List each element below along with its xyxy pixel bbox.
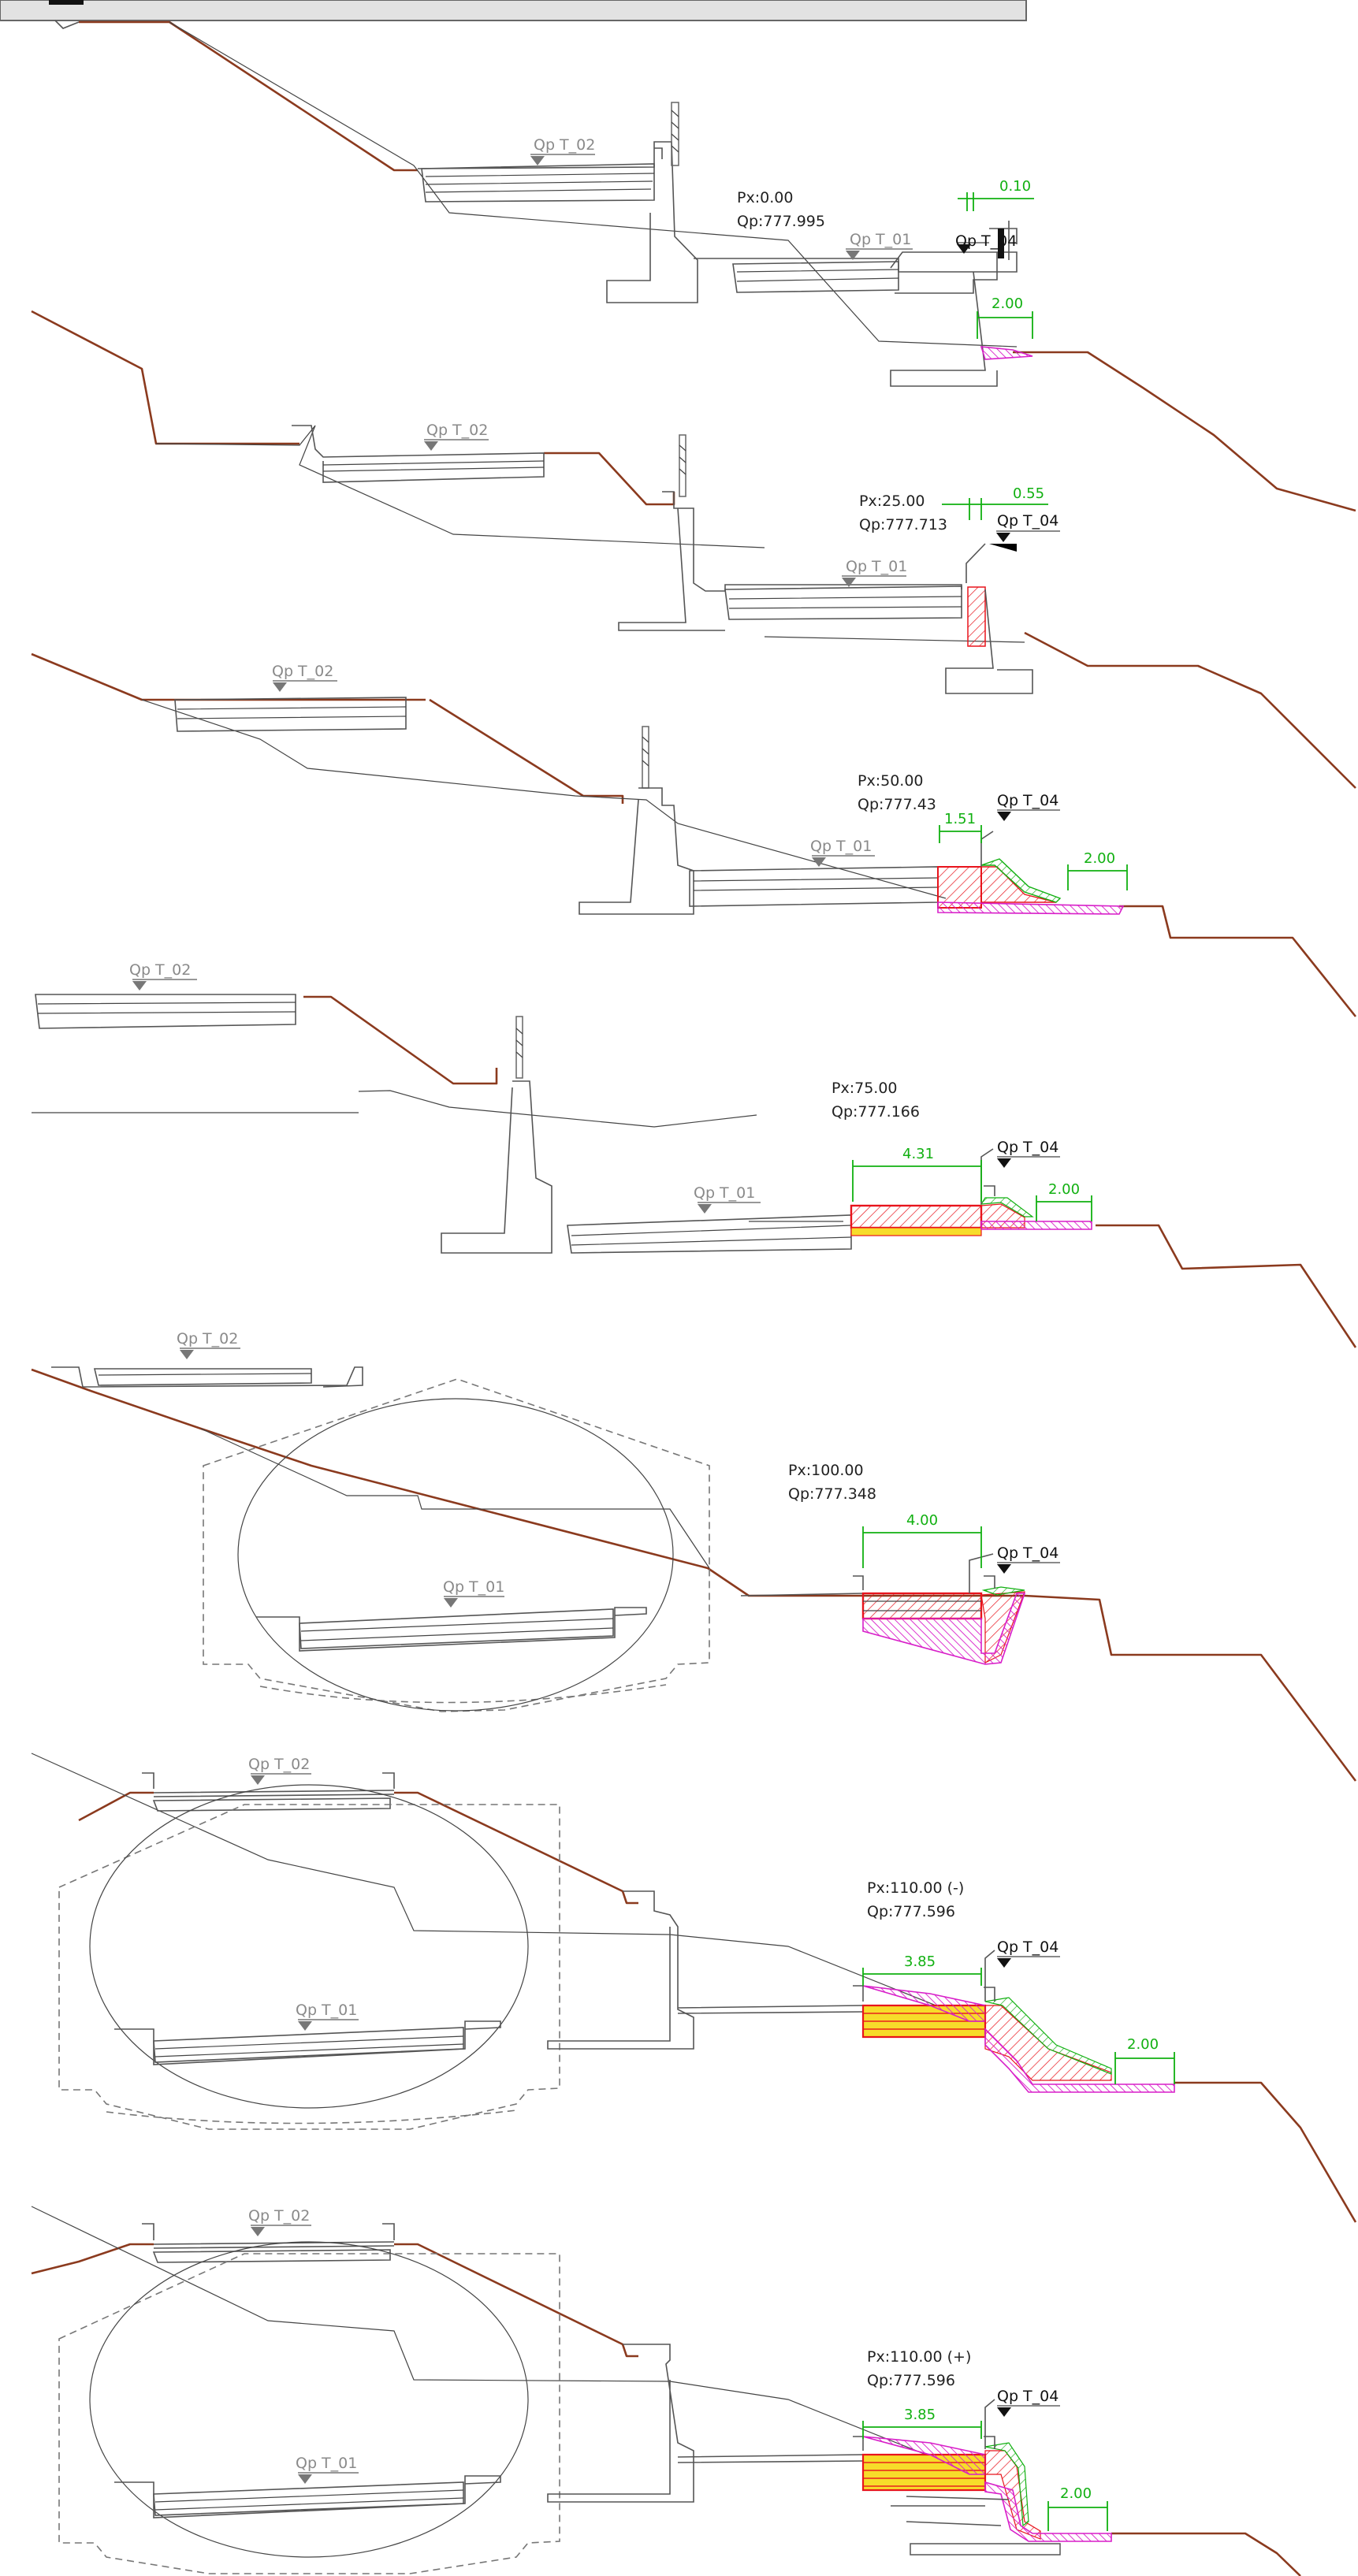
edge-label: Qp T_04 (997, 792, 1058, 809)
edge-label: Qp T_04 (955, 232, 1017, 250)
station-label: Px:50.00 (858, 772, 924, 790)
dimension-label: 0.55 (1013, 485, 1044, 502)
terrain-line (303, 995, 1357, 1348)
dimension-label: 2.00 (1084, 850, 1115, 867)
road-label-lower: Qp T_01 (810, 838, 872, 855)
level-label: Qp:777.596 (867, 2372, 955, 2389)
dimension-label: 2.00 (1127, 2036, 1159, 2053)
road-label-lower: Qp T_01 (850, 231, 911, 248)
level-label: Qp:777.713 (859, 516, 947, 533)
road-label-upper: Qp T_02 (426, 422, 488, 439)
section-px-110-plus: Qp T_02 Qp T_01 Qp T_04 Px:110.00 (+) Qp… (31, 2206, 1301, 2576)
station-label: Px:110.00 (+) (867, 2348, 971, 2366)
dimension-label: 4.00 (906, 1512, 938, 1529)
level-label: Qp:777.43 (858, 796, 936, 813)
station-label: Px:110.00 (-) (867, 1879, 964, 1897)
edge-label: Qp T_04 (997, 512, 1058, 530)
road-label-lower: Qp T_01 (694, 1184, 755, 1202)
dimension-label: 2.00 (992, 296, 1023, 312)
road-label-upper: Qp T_02 (534, 136, 595, 154)
dimension-label: 4.31 (902, 1146, 934, 1162)
terrain-line (79, 20, 1356, 512)
road-label-upper: Qp T_02 (248, 2207, 310, 2225)
section-px-50: Qp T_02 Qp T_01 Qp T_04 Px:50.00 Qp:777.… (31, 652, 1357, 1017)
dimension-label: 3.85 (904, 1953, 936, 1970)
level-label: Qp:777.995 (737, 213, 825, 230)
dimension-label: 1.51 (944, 811, 976, 827)
road-label-upper: Qp T_02 (177, 1330, 238, 1347)
road-label-upper: Qp T_02 (272, 663, 333, 680)
edge-label: Qp T_04 (997, 2388, 1058, 2405)
terrain-line (31, 2243, 1301, 2576)
title-strip (0, 0, 1027, 29)
dimension-label: 2.00 (1048, 1181, 1080, 1198)
road-label-lower: Qp T_01 (296, 2455, 357, 2472)
station-label: Px:0.00 (737, 189, 793, 206)
station-label: Px:75.00 (832, 1080, 898, 1097)
road-label-upper: Qp T_02 (129, 961, 191, 979)
station-label: Px:25.00 (859, 493, 925, 510)
level-label: Qp:777.596 (867, 1903, 955, 1920)
edge-label: Qp T_04 (997, 1139, 1058, 1156)
section-px-110-minus: Qp T_02 Qp T_01 Qp T_04 Px:110.00 (-) Qp… (31, 1753, 1357, 2223)
station-label: Px:100.00 (788, 1462, 864, 1479)
terrain-line (31, 1368, 1357, 1782)
edge-label: Qp T_04 (997, 1939, 1058, 1956)
section-px-100: Qp T_02 Qp T_01 Qp T_04 Px:100.00 Qp:777… (31, 1330, 1357, 1782)
road-label-lower: Qp T_01 (846, 558, 907, 575)
road-label-lower: Qp T_01 (296, 2002, 357, 2019)
section-px-0: Qp T_02 Qp T_01 Qp T_04 Px:0.00 Qp:777.9… (79, 20, 1356, 512)
dimension-label: 3.85 (904, 2407, 936, 2423)
road-label-lower: Qp T_01 (443, 1578, 504, 1596)
section-px-25: Qp T_02 Qp T_01 Qp T_04 Px:25.00 Qp:777.… (31, 310, 1356, 789)
dimension-label: 2.00 (1060, 2485, 1092, 2502)
road-label-upper: Qp T_02 (248, 1756, 310, 1773)
level-label: Qp:777.166 (832, 1103, 920, 1121)
level-label: Qp:777.348 (788, 1485, 876, 1503)
edge-label: Qp T_04 (997, 1544, 1058, 1562)
section-px-75: Qp T_02 Qp T_01 Qp T_04 Px:75.00 Qp:777.… (32, 961, 1357, 1348)
dimension-label: 0.10 (999, 178, 1031, 195)
